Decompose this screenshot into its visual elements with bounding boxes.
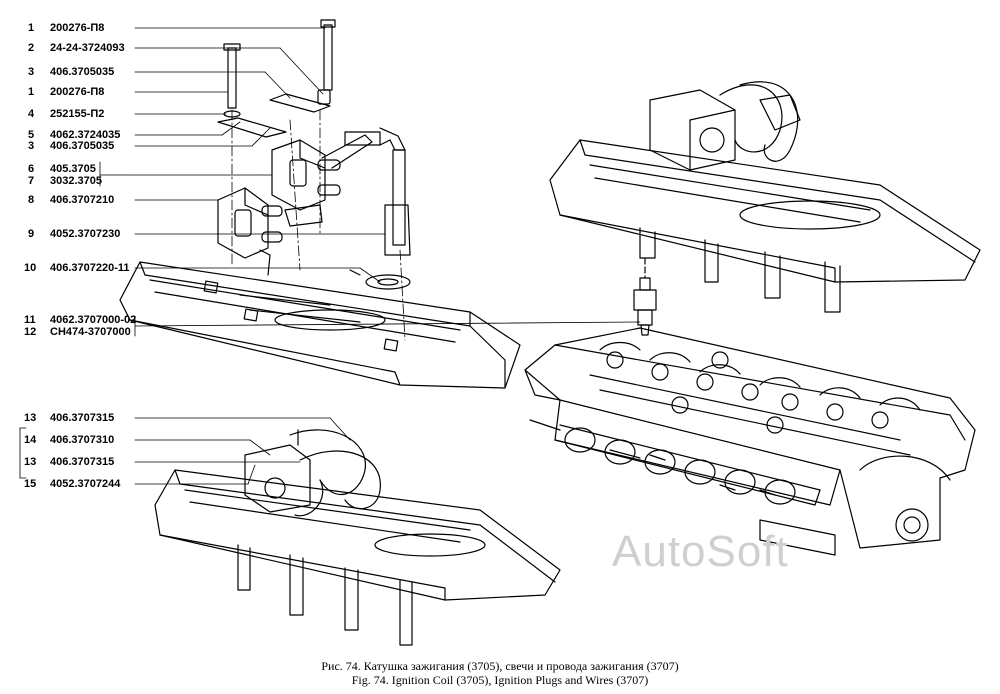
part-code: СН474-3707000 [50,326,131,338]
cylinder-head [524,327,976,556]
spark-plug [633,257,657,336]
ignition-coil-lower [217,187,323,259]
part-code: 200276-П8 [50,86,105,98]
callout-number: 12 [24,326,37,338]
callout-number: 3 [28,66,35,78]
callout-number: 4 [28,108,35,120]
part-code: 406.3705035 [50,66,115,78]
valve-cover-left [119,249,521,389]
part-code: 3032.3705 [50,175,102,187]
part-code: 200276-П8 [50,22,105,34]
callout-number: 8 [28,194,35,206]
callout-number: 5 [28,129,35,141]
callout-number: 1 [28,86,35,98]
part-code: 405.3705 [50,163,96,175]
valve-cover-right [549,81,981,313]
part-code: 252155-П2 [50,108,105,120]
part-code: 406.3707315 [50,412,115,424]
part-code: 4052.3707230 [50,228,121,240]
part-code: 406.3705035 [50,140,115,152]
part-code: 406.3707210 [50,194,115,206]
part-code: 4062.3724035 [50,129,121,141]
callout-number: 6 [28,163,35,175]
callout-number: 13 [24,456,37,468]
ignition-coil-upper [271,134,373,211]
valve-cover-lower [154,429,561,646]
ignition-wire-boot [344,127,411,290]
part-code: 4052.3707244 [50,478,121,490]
figure-caption-en: Fig. 74. Ignition Coil (3705), Ignition … [351,673,649,687]
callout-number: 11 [24,314,36,326]
part-code: 406.3707220-11 [50,262,130,274]
callout-number: 13 [24,412,37,424]
callout-number: 2 [28,42,35,54]
part-code: 406.3707310 [50,434,115,446]
part-code: 24-24-3724093 [50,42,125,54]
callout-number: 10 [24,262,37,274]
callout-number: 9 [28,228,35,240]
figure-caption-ru: Рис. 74. Катушка зажигания (3705), свечи… [321,659,679,673]
callout-number: 14 [24,434,37,446]
callout-number: 7 [28,175,35,187]
part-code: 4062.3707000-02 [50,314,137,326]
callout-number: 15 [24,478,37,490]
callout-number: 3 [28,140,35,152]
callout-number: 1 [28,22,35,34]
part-code: 406.3707315 [50,456,115,468]
watermark: AutoSoft [612,527,789,576]
